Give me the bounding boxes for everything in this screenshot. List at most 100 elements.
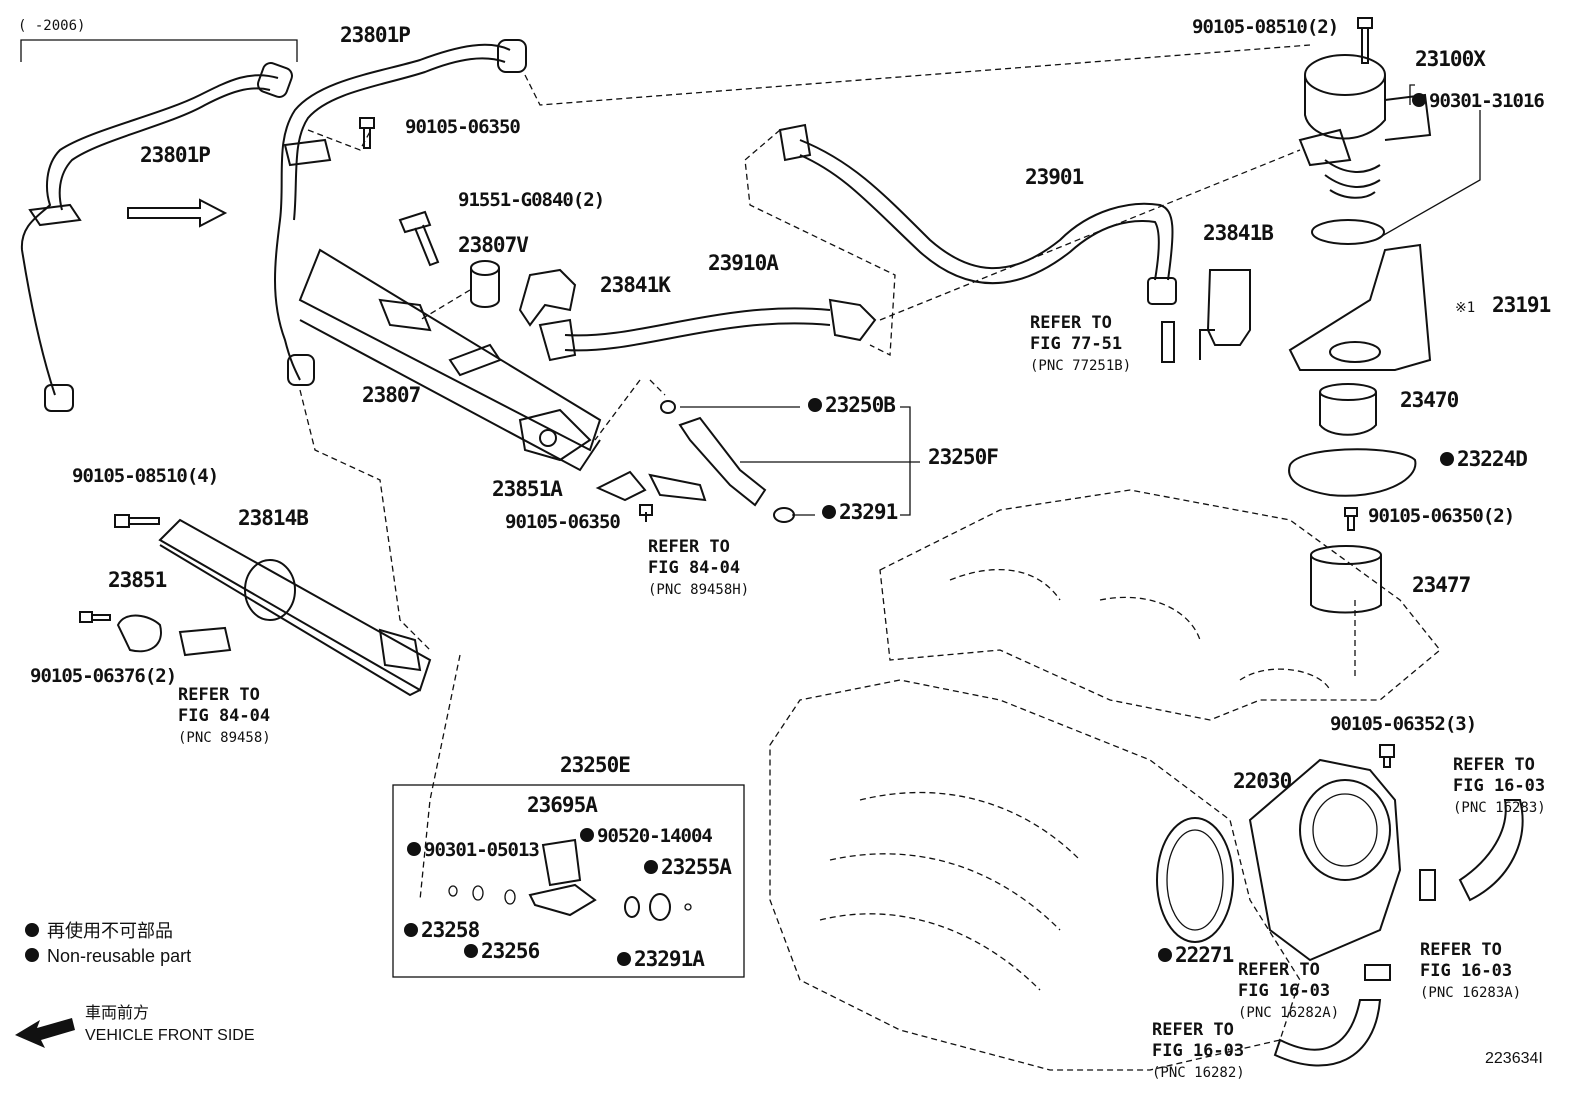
part-number-label[interactable]: 23250F [928,445,999,469]
fuel-pump-23100X [1298,54,1481,241]
range-note: ( -2006) [18,18,85,34]
non-reusable-bullet-icon [644,860,658,874]
clip-23841B [1199,269,1251,360]
non-reusable-bullet-icon [808,398,822,412]
legend-non-reusable-jp: 再使用不可部品 [47,921,173,941]
non-reusable-bullet-icon [822,505,836,519]
reference-note: (PNC 16283) [1453,800,1546,816]
part-number-label[interactable]: 22271 [1175,943,1235,967]
part-number-label[interactable]: 90105-06350 [505,511,621,533]
part-number-label[interactable]: 90105-08510(2) [1192,16,1339,38]
part-number-label[interactable]: 23801P [140,143,211,167]
reference-note[interactable]: FIG 16-03 [1420,961,1512,981]
non-reusable-bullet-icon [25,948,39,962]
hose-77251B [1161,321,1175,363]
part-number-label[interactable]: 23224D [1457,447,1528,471]
reference-note[interactable]: FIG 84-04 [178,706,270,726]
reference-note[interactable]: REFER TO [1030,313,1112,333]
bracket-23191 [1288,243,1432,371]
range-bracket [20,39,298,62]
non-reusable-bullet-icon [404,923,418,937]
part-number-label[interactable]: 23291A [634,947,706,971]
part-number-label[interactable]: 91551-G0840(2) [458,189,605,211]
engine-cylinder-head [769,489,1441,1071]
part-number-label[interactable]: 22030 [1233,769,1293,793]
part-number-label[interactable]: 23258 [421,918,481,942]
part-number-label[interactable]: 90520-14004 [597,825,713,847]
pipe-23901 [778,123,1177,305]
reference-note[interactable]: FIG 16-03 [1152,1041,1244,1061]
note-mark: ※1 [1455,300,1475,316]
reference-note[interactable]: FIG 84-04 [648,558,740,578]
part-number-label[interactable]: 90105-06350 [405,116,521,138]
injector-kit-parts [448,838,692,921]
non-reusable-bullet-icon [25,923,39,937]
reference-note: (PNC 89458) [178,730,271,746]
housing-23477 [1310,545,1382,614]
part-number-label[interactable]: 23807 [362,383,422,407]
lifter-23470 [1319,383,1377,436]
delivery-pipe-23814B [158,518,432,697]
fuel-pipe-old [20,62,293,412]
part-number-label[interactable]: 23250B [825,393,896,417]
part-number-label[interactable]: 90301-31016 [1429,90,1545,112]
part-number-label[interactable]: 23100X [1415,47,1487,71]
fuel-pipe-23801P [274,39,527,386]
non-reusable-bullet-icon [1412,93,1426,107]
reference-note: (PNC 16283A) [1420,985,1521,1001]
part-number-label[interactable]: 23901 [1025,165,1085,189]
part-number-label[interactable]: 90105-06352(3) [1330,713,1477,735]
part-number-label[interactable]: 90105-08510(4) [72,465,219,487]
part-number-label[interactable]: 23250E [560,753,631,777]
non-reusable-bullet-icon [464,944,478,958]
o-ring [1311,219,1385,245]
bolt-icon [79,17,1395,768]
non-reusable-bullet-icon [617,952,631,966]
reference-note[interactable]: FIG 77-51 [1030,334,1122,354]
clamp-23841K [518,268,577,327]
part-number-label[interactable]: 23477 [1412,573,1472,597]
non-reusable-bullet-icon [407,842,421,856]
reference-note[interactable]: REFER TO [1420,940,1502,960]
part-number-label[interactable]: 23191 [1492,293,1552,317]
part-number-label[interactable]: 23851 [108,568,168,592]
reference-note[interactable]: REFER TO [1453,755,1535,775]
part-number-label[interactable]: 90105-06350(2) [1368,505,1515,527]
gasket-22271 [1156,817,1234,943]
part-number-label[interactable]: 23841K [600,273,672,297]
part-number-label[interactable]: 23910A [708,251,780,275]
vehicle-front-en: VEHICLE FRONT SIDE [85,1027,255,1044]
kit-box-23250E [392,784,745,978]
bracket-23851 [116,614,162,653]
vehicle-front-arrow-icon [15,1018,75,1048]
reference-note[interactable]: REFER TO [1238,960,1320,980]
gasket-23224D [1288,448,1417,497]
figure-id: 223634I [1485,1050,1543,1067]
reference-note[interactable]: REFER TO [178,685,260,705]
direction-arrow-icon [127,198,228,228]
part-number-label[interactable]: 23851A [492,477,564,501]
part-number-label[interactable]: 23291 [839,500,899,524]
throttle-body-22030 [1248,758,1402,962]
part-number-label[interactable]: 90301-05013 [424,839,540,861]
part-number-label[interactable]: 23695A [527,793,599,817]
part-number-label[interactable]: 23256 [481,939,541,963]
part-number-label[interactable]: 23807V [458,233,530,257]
part-number-label[interactable]: 23255A [661,855,733,879]
part-number-label[interactable]: 23470 [1400,388,1460,412]
reference-note[interactable]: REFER TO [1152,1020,1234,1040]
non-reusable-bullet-icon [1440,452,1454,466]
part-number-label[interactable]: 90105-06376(2) [30,665,177,687]
hose-16283 [1458,799,1524,902]
part-number-label[interactable]: 23801P [340,23,411,47]
reference-note[interactable]: FIG 16-03 [1453,776,1545,796]
reference-note[interactable]: REFER TO [648,537,730,557]
part-number-label[interactable]: 23814B [238,506,309,530]
legend-non-reusable-en: Non-reusable part [47,946,191,966]
hose-16283A [1419,869,1436,901]
part-number-label[interactable]: 23841B [1203,221,1274,245]
sensor-89458 [178,626,232,657]
reference-note[interactable]: FIG 16-03 [1238,981,1330,1001]
injector-23250F [660,400,920,523]
